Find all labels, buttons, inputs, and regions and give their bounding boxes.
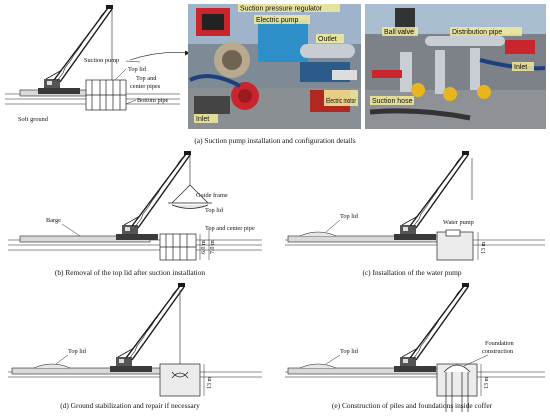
panel-e-coffer xyxy=(436,363,478,412)
caption-b: (b) Removal of the top lid after suction… xyxy=(55,268,206,277)
label-top-lid-b: Top lid xyxy=(205,207,224,214)
photo1-label-inlet: Inlet xyxy=(196,116,209,123)
label-soft-ground: Soft ground xyxy=(18,116,49,123)
label-water-pump: Water pump xyxy=(443,219,474,226)
panel-b-dim-1: 6.0 m xyxy=(201,240,207,254)
caption-a: (a) Suction pump installation and config… xyxy=(194,136,355,145)
photo1-label-electric-pump: Electric pump xyxy=(256,17,299,24)
panel-d-crane xyxy=(109,282,186,373)
panel-b-guide-frame xyxy=(168,184,212,209)
label-top-center-pipes-1: Top and xyxy=(136,75,157,82)
photo1-label-outlet: Outlet xyxy=(318,36,337,43)
label-top-lid-c: Top lid xyxy=(340,213,359,220)
panel-e-crane xyxy=(393,282,470,373)
panel-c-crane xyxy=(393,150,470,241)
panel-b: 6.0 m 7.0 m Guide frame Top lid Barge To… xyxy=(8,150,262,261)
caption-e: (e) Construction of piles and foundation… xyxy=(332,401,493,410)
photo2-label-distribution-pipe: Distribution pipe xyxy=(452,29,502,36)
label-top-center-pipe: Top and center pipe xyxy=(205,225,255,232)
photo2-label-inlet: Inlet xyxy=(514,64,527,71)
panel-b-caisson xyxy=(159,233,197,261)
photo-distribution: Ball valve Distribution pipe Inlet Sucti… xyxy=(365,4,546,129)
label-foundation-2: construction xyxy=(482,348,514,355)
panel-a-caisson xyxy=(85,79,127,111)
label-top-lid-d: Top lid xyxy=(68,348,87,355)
panel-a: Suction pump Top lid Top and center pipe… xyxy=(5,4,191,123)
panel-e-dim: 13 m xyxy=(484,377,490,390)
caption-c: (c) Installation of the water pump xyxy=(362,268,461,277)
photo-suction-pump: Suction pressure regulator Electric pump… xyxy=(188,4,361,129)
photo1-label-electric-motor: Electric motor xyxy=(326,98,356,105)
panel-c: 13 m Top lid Water pump xyxy=(285,150,545,261)
label-top-center-pipes-2: center pipes xyxy=(130,83,161,90)
caption-d: (d) Ground stabilization and repair if n… xyxy=(60,401,200,410)
label-suction-pump: Suction pump xyxy=(84,57,119,64)
label-top-lid: Top lid xyxy=(128,66,147,73)
panel-d: 13 m Top lid xyxy=(8,282,262,397)
panel-e: 13 m Top lid Foundation construction xyxy=(285,282,545,412)
label-bottom-pipe: Bottom pipe xyxy=(137,97,169,104)
photo2-label-suction-hose: Suction hose xyxy=(372,98,413,105)
photo2-label-ball-valve: Ball valve xyxy=(384,29,414,36)
label-guide-frame: Guide frame xyxy=(196,192,228,199)
panel-d-dim: 13 m xyxy=(207,377,213,390)
photo1-label-regulator: Suction pressure regulator xyxy=(240,6,323,13)
panel-c-dim: 13 m xyxy=(481,242,487,255)
label-top-lid-e: Top lid xyxy=(340,348,359,355)
panel-d-coffer xyxy=(159,363,201,397)
panel-b-dim-2: 7.0 m xyxy=(210,240,216,254)
label-foundation-1: Foundation xyxy=(485,340,515,347)
label-barge: Barge xyxy=(46,217,61,224)
panel-c-coffer xyxy=(436,229,474,261)
